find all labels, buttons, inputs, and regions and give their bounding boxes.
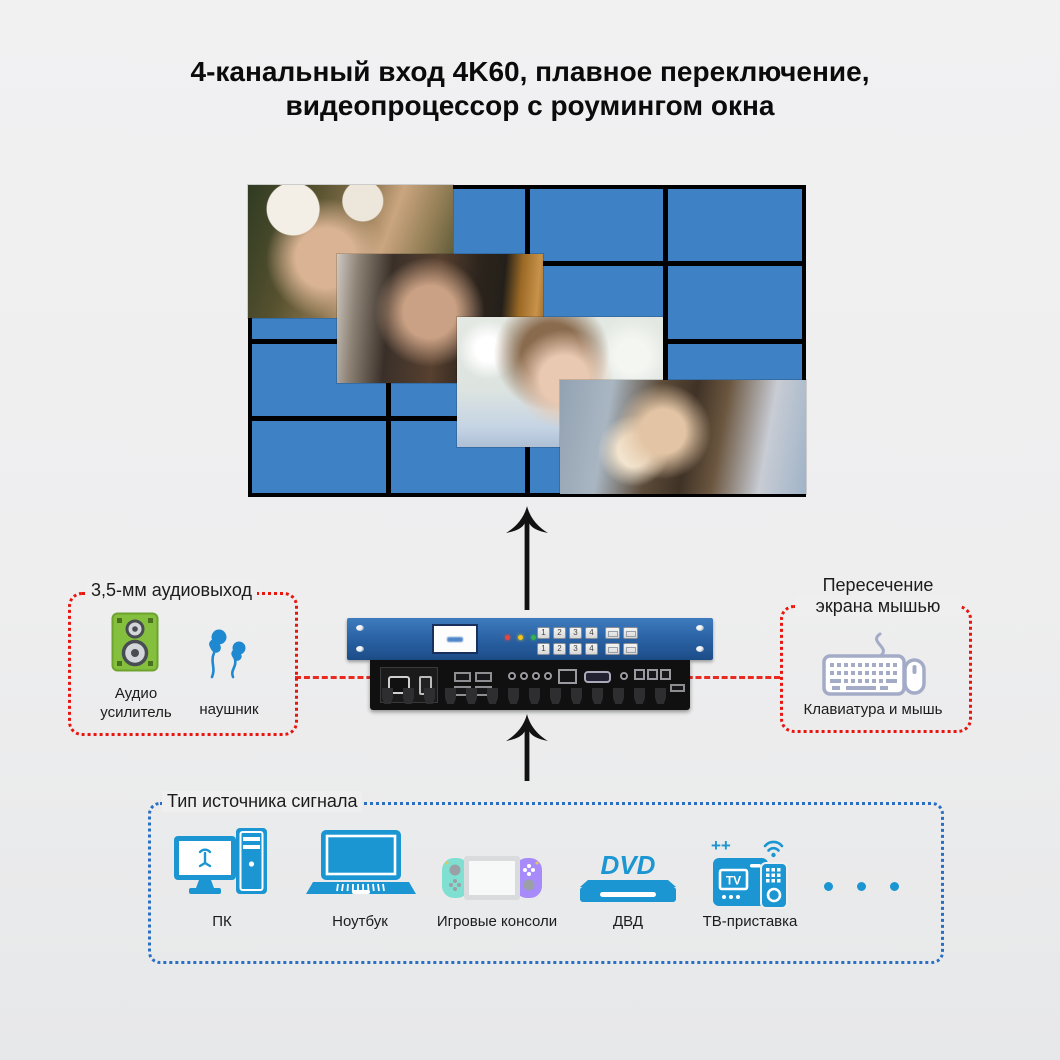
usb-port-icon (475, 672, 492, 682)
page-title-line1: 4-канальный вход 4K60, плавное переключе… (190, 56, 870, 87)
channel-key-3: 3 (569, 627, 582, 639)
device-lcd-screen (432, 624, 478, 654)
laptop-icon (306, 830, 416, 903)
channel-key-4b: 4 (585, 643, 598, 655)
hdmi-port-icon (424, 688, 435, 704)
wall-cell (668, 189, 802, 262)
hdmi-port-icon (550, 688, 561, 704)
dashed-link-right (678, 676, 780, 679)
arrow-up-to-wall-icon (505, 506, 549, 614)
power-led (505, 635, 510, 640)
dvd-label: ДВД (613, 913, 643, 930)
hdmi-output-row (382, 688, 682, 705)
active-led (531, 635, 536, 640)
hdmi-port-icon (508, 688, 519, 704)
usb-b-port-icon (634, 669, 645, 680)
page-title-line2: видеопроцессор с роумингом окна (285, 90, 775, 121)
laptop-label: Ноутбук (332, 913, 388, 930)
hdmi-port-icon (634, 688, 645, 704)
hdmi-port-icon (613, 688, 624, 704)
channel-key-2: 2 (553, 627, 566, 639)
usb-port-icon (670, 684, 685, 692)
menu-key (605, 627, 620, 639)
hdmi-port-icon (466, 688, 477, 704)
tv-overlay-text: TV (726, 874, 741, 888)
dvd-logo-text: DVD (601, 850, 656, 880)
mouse-roaming-title: Пересечение экрана мышью (790, 575, 966, 617)
page-title: 4-канальный вход 4K60, плавное переключе… (0, 55, 1060, 123)
game-console-icon (442, 856, 542, 905)
audio-jack-icon (520, 672, 528, 680)
wall-cell (668, 266, 802, 339)
game-console-label: Игровые консоли (436, 913, 558, 930)
pc-label: ПК (212, 913, 232, 930)
screw-icon (356, 625, 364, 631)
hdmi-port-icon (529, 688, 540, 704)
source-type-box (148, 802, 944, 964)
video-processor-rear-panel (370, 660, 690, 710)
ethernet-port-icon (558, 669, 577, 684)
menu-key (623, 627, 638, 639)
screw-icon (356, 646, 364, 652)
earphones-label: наушник (199, 701, 259, 718)
brand-logo (447, 637, 463, 642)
usb-b-port-icon (647, 669, 658, 680)
hdmi-port-icon (571, 688, 582, 704)
wall-cell (252, 420, 386, 493)
roaming-window-4-photo (560, 380, 806, 494)
earphones-icon (202, 628, 254, 685)
usb-b-port-icon (660, 669, 671, 680)
tv-box-plus-text: ++ (711, 836, 731, 855)
screw-icon (696, 646, 704, 652)
audio-jack-icon (544, 672, 552, 680)
hdmi-port-icon (592, 688, 603, 704)
vga-port-icon (584, 671, 611, 683)
dashed-link-left (295, 676, 417, 679)
pc-icon (174, 828, 270, 903)
tv-box-icon: ++ TV (705, 835, 795, 914)
channel-key-2b: 2 (553, 643, 566, 655)
channel-key-3b: 3 (569, 643, 582, 655)
status-led (518, 635, 523, 640)
hdmi-port-icon (382, 688, 393, 704)
screw-icon (696, 625, 704, 631)
channel-key-1: 1 (537, 627, 550, 639)
audio-jack-icon (620, 672, 628, 680)
dvd-icon: DVD (578, 848, 678, 911)
speaker-icon (111, 612, 159, 677)
speaker-label: Аудио усилитель (100, 685, 172, 721)
tv-box-label: ТВ-приставка (702, 913, 798, 930)
hdmi-port-icon (445, 688, 456, 704)
audio-jack-icon (508, 672, 516, 680)
arrow-up-to-device-icon (505, 714, 549, 784)
channel-key-4: 4 (585, 627, 598, 639)
audio-jack-icon (532, 672, 540, 680)
channel-key-1b: 1 (537, 643, 550, 655)
source-type-title: Тип источника сигнала (162, 791, 363, 812)
audio-output-title: 3,5-мм аудиовыход (86, 580, 257, 601)
wall-cell (529, 189, 664, 262)
hdmi-port-icon (655, 688, 666, 704)
keyboard-mouse-icon (822, 632, 926, 703)
hdmi-port-icon (487, 688, 498, 704)
video-processor-front-panel: 1 2 3 4 1 2 3 4 (347, 618, 713, 660)
menu-key (623, 643, 638, 655)
menu-key (605, 643, 620, 655)
usb-port-icon (454, 672, 471, 682)
hdmi-port-icon (403, 688, 414, 704)
keyboard-mouse-label: Клавиатура и мышь (803, 701, 943, 718)
